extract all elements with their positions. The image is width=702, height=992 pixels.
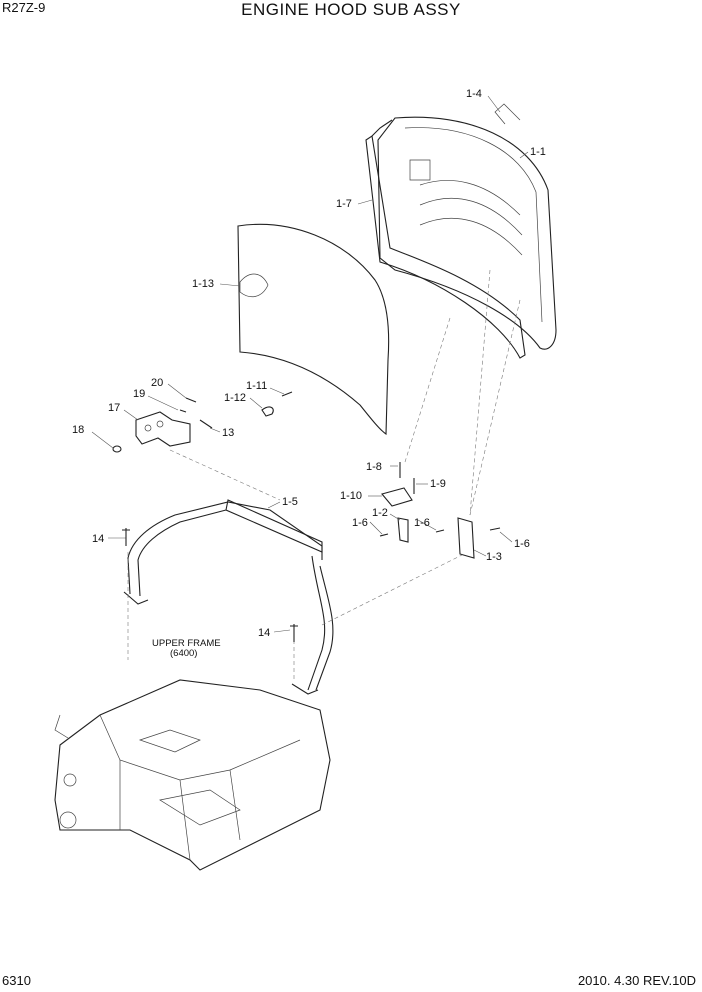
part-label: 18 xyxy=(72,424,84,436)
part-label: 1-2 xyxy=(372,507,388,519)
page-number: 6310 xyxy=(2,973,31,988)
latch-parts xyxy=(379,462,501,559)
part-label: 1-6 xyxy=(352,517,368,529)
part-label: 1-5 xyxy=(282,496,298,508)
part-label: 1-6 xyxy=(514,538,530,550)
part-label: 1-6 xyxy=(414,517,430,529)
part-label: 1-9 xyxy=(430,478,446,490)
part-label: 14 xyxy=(92,533,104,545)
insulation-panel-part xyxy=(237,223,390,436)
part-labels: 1-4 1-1 1-7 1-13 20 19 17 18 13 1-11 1-1… xyxy=(72,88,546,659)
upper-frame-part xyxy=(54,679,331,871)
bolt-parts xyxy=(122,528,298,642)
leader-lines xyxy=(91,95,529,633)
part-label: 1-13 xyxy=(192,278,214,290)
frame-label-line2: (6400) xyxy=(170,648,197,659)
page-title: ENGINE HOOD SUB ASSY xyxy=(241,0,461,19)
pin-parts xyxy=(261,391,293,417)
model-code: R27Z-9 xyxy=(2,0,46,15)
part-label: 17 xyxy=(108,402,120,414)
part-label: 1-11 xyxy=(246,380,267,392)
revision-date: 2010. 4.30 REV.10D xyxy=(577,973,696,988)
engine-hood-part xyxy=(371,103,557,350)
bracket-part xyxy=(112,397,213,453)
part-label: 19 xyxy=(133,388,145,400)
hood-seal-part xyxy=(365,135,526,359)
part-label: 1-4 xyxy=(466,88,482,100)
part-label: 1-7 xyxy=(336,198,352,210)
part-label: 1-10 xyxy=(340,490,362,502)
part-label: 13 xyxy=(222,427,234,439)
alignment-lines xyxy=(127,269,521,680)
part-label: 20 xyxy=(151,377,163,389)
part-label: 1-8 xyxy=(366,461,382,473)
frame-label-line1: UPPER FRAME xyxy=(152,638,221,649)
part-label: 14 xyxy=(258,627,270,639)
hood-support-frame-part xyxy=(123,499,334,695)
part-label: 1-1 xyxy=(530,146,546,158)
part-label: 1-3 xyxy=(486,551,502,563)
part-label: 1-12 xyxy=(224,392,246,404)
